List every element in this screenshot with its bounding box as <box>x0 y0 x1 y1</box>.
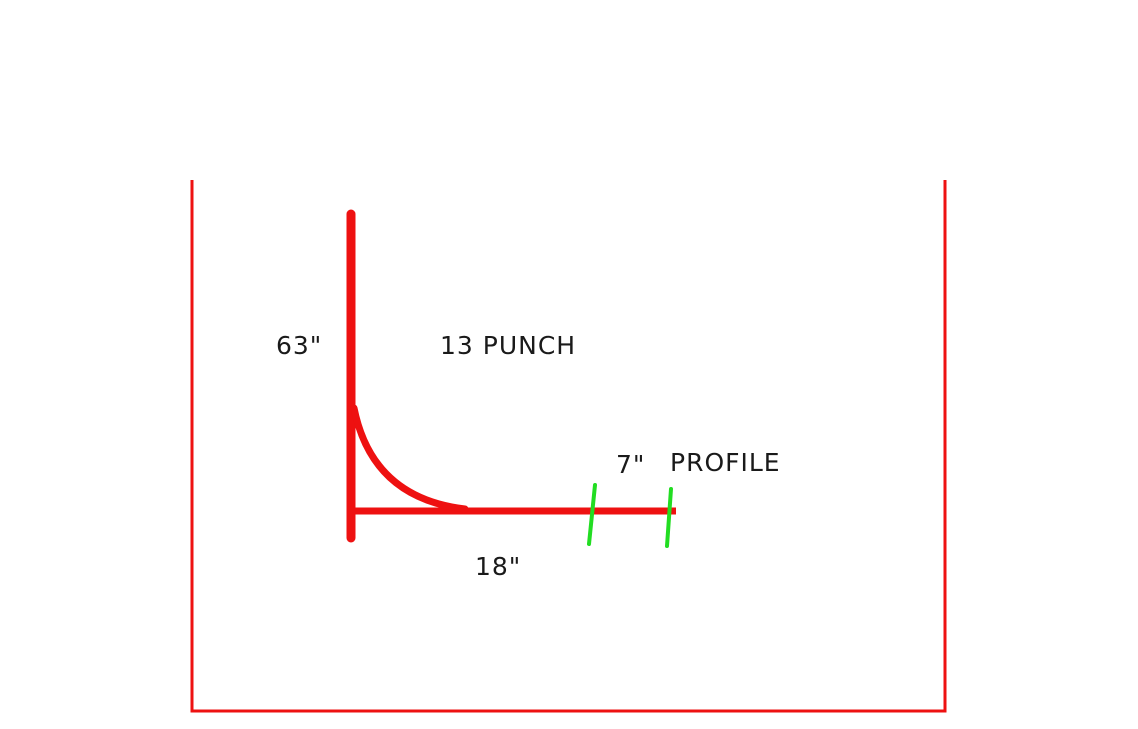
horizontal-length-label: 18" <box>475 552 522 581</box>
segment-length-label: 7" <box>616 450 646 479</box>
punch-label: 13 PUNCH <box>440 331 577 360</box>
tick-mark-right <box>665 487 673 548</box>
profile-label: PROFILE <box>670 448 781 477</box>
vertical-length-label: 63" <box>276 331 323 360</box>
frame-outline <box>190 180 947 713</box>
bend-curve <box>350 404 469 513</box>
tick-mark-left <box>587 483 597 546</box>
